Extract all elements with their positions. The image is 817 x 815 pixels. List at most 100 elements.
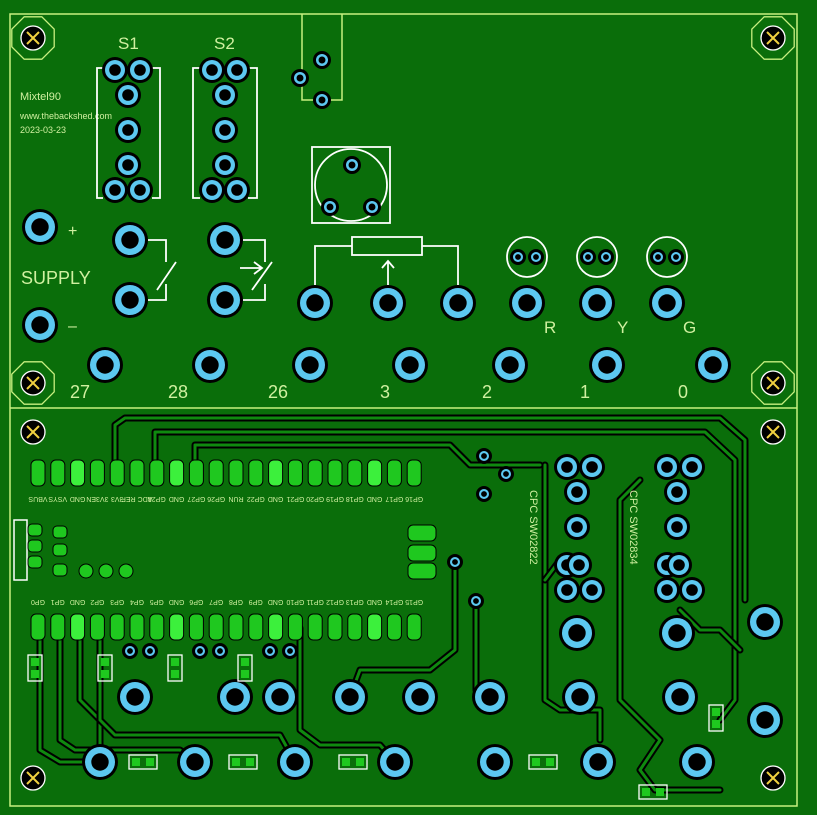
relay-pad xyxy=(564,514,590,540)
led-pad xyxy=(580,249,596,265)
pico-pin-label-top: GND xyxy=(70,495,86,502)
through-hole-pad xyxy=(659,615,695,651)
through-hole-pad xyxy=(747,604,783,640)
through-hole-pad xyxy=(559,615,595,651)
pico-pin-top xyxy=(386,459,402,487)
pico-pin-top xyxy=(268,459,284,487)
pico-pin-bottom xyxy=(406,613,422,641)
pico-test-pad xyxy=(98,563,114,579)
led-label-r: R xyxy=(544,318,556,337)
pico-pin-label-bottom: GP5 xyxy=(150,598,164,605)
pico-pin-label-top: GP27 xyxy=(187,495,205,502)
pico-pin-label-bottom: GP4 xyxy=(130,598,144,605)
through-hole-pad xyxy=(580,744,616,780)
switch-pad xyxy=(115,117,141,143)
copper-trace-fill xyxy=(193,443,542,467)
potentiometer-symbol xyxy=(314,245,459,285)
switch-pad xyxy=(212,117,238,143)
through-hole-pad xyxy=(377,744,413,780)
pico-debug-pad xyxy=(52,543,68,557)
pico-debug-pad xyxy=(27,523,43,537)
pico-pin-top xyxy=(228,459,244,487)
through-hole-pad xyxy=(262,679,298,715)
switch-pad xyxy=(212,152,238,178)
pico-pin-bottom xyxy=(109,613,125,641)
switch-pad xyxy=(224,177,250,203)
pico-pin-bottom xyxy=(287,613,303,641)
pin-number-label: 26 xyxy=(268,382,288,402)
via xyxy=(447,554,463,570)
led-outline xyxy=(646,236,688,278)
switch-pad xyxy=(127,57,153,83)
pico-pin-top xyxy=(406,459,422,487)
switch-s2-outline xyxy=(192,67,258,199)
pico-pin-top xyxy=(89,459,105,487)
through-hole-pad xyxy=(277,744,313,780)
through-hole-pad xyxy=(492,347,528,383)
pico-pin-label-bottom: GP3 xyxy=(110,598,124,605)
led-pad xyxy=(650,249,666,265)
pico-pin-top xyxy=(109,459,125,487)
through-hole-pad xyxy=(477,744,513,780)
via xyxy=(282,643,298,659)
relay-pad xyxy=(679,577,705,603)
potentiometer-body xyxy=(351,236,423,256)
pico-side-pad xyxy=(407,544,437,562)
pin-number-label: 1 xyxy=(580,382,590,402)
pico-pin-label-top: GP18 xyxy=(346,495,364,502)
switch-pad xyxy=(115,152,141,178)
relay-pad xyxy=(566,552,592,578)
relay-pad xyxy=(654,454,680,480)
relay-pad xyxy=(579,454,605,480)
through-hole-pad xyxy=(112,282,148,318)
through-hole-pad xyxy=(297,285,333,321)
through-hole-pad xyxy=(679,744,715,780)
switch-s1-outline xyxy=(96,67,161,199)
small-pad xyxy=(343,156,361,174)
copper-trace-fill xyxy=(678,608,742,652)
mounting-hole-icon xyxy=(751,16,795,60)
pico-pin-label-bottom: GP7 xyxy=(209,598,223,605)
supply-plus-label: + xyxy=(68,223,77,240)
pico-pin-label-top: VSYS xyxy=(48,495,67,502)
through-hole-pad xyxy=(662,679,698,715)
pico-pin-label-bottom: GND xyxy=(268,598,284,605)
pico-pin-label-bottom: GP9 xyxy=(249,598,263,605)
pico-pin-label-top: GP19 xyxy=(326,495,344,502)
pin-number-label: 27 xyxy=(70,382,90,402)
pico-pin-label-top: GP21 xyxy=(286,495,304,502)
through-hole-pad xyxy=(370,285,406,321)
smd-resistor xyxy=(27,654,43,682)
pico-pin-label-top: GP28 xyxy=(148,495,166,502)
relay-pad xyxy=(554,577,580,603)
copper-trace-fill xyxy=(543,463,602,742)
pico-pin-label-top: GND xyxy=(367,495,383,502)
pico-side-pad xyxy=(407,562,437,580)
switch-pad xyxy=(102,177,128,203)
through-hole-pad xyxy=(589,347,625,383)
pico-pin-bottom xyxy=(129,613,145,641)
pico-pin-label-bottom: GP2 xyxy=(90,598,104,605)
pico-debug-pad xyxy=(27,555,43,569)
pico-pin-bottom xyxy=(268,613,284,641)
pico-pin-label-top: 3V3 xyxy=(111,495,124,502)
pico-pin-bottom xyxy=(208,613,224,641)
mounting-hole-icon xyxy=(11,16,55,60)
through-hole-pad xyxy=(177,744,213,780)
smd-resistor xyxy=(228,754,258,770)
author-label: Mixtel90 xyxy=(20,91,61,103)
pico-pin-label-top: GND xyxy=(169,495,185,502)
pin-number-label: 0 xyxy=(678,382,688,402)
pico-pin-label-bottom: GND xyxy=(169,598,185,605)
pico-pin-bottom xyxy=(50,613,66,641)
pico-pin-label-bottom: GP12 xyxy=(326,598,344,605)
supply-label: SUPPLY xyxy=(21,268,91,288)
pico-pin-bottom xyxy=(30,613,46,641)
pico-pin-label-top: GP26 xyxy=(207,495,225,502)
switch-pad xyxy=(212,82,238,108)
via xyxy=(476,486,492,502)
date-label: 2023-03-23 xyxy=(20,125,66,135)
pin-number-label: 2 xyxy=(482,382,492,402)
